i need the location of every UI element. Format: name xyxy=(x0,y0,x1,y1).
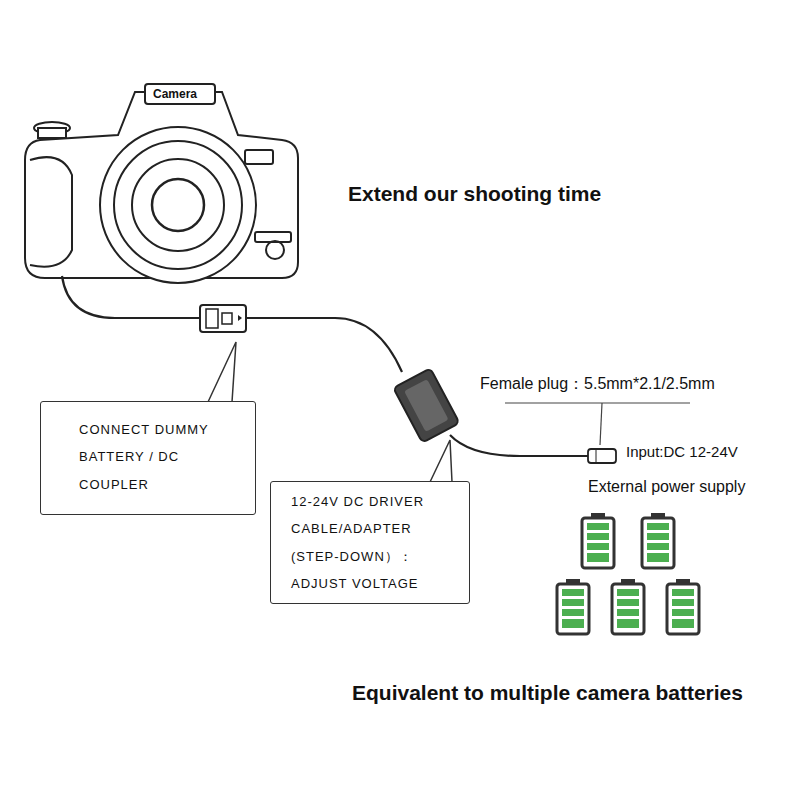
camera-drawing xyxy=(25,84,298,283)
callout-text: 12-24V DC DRIVER CABLE/ADAPTER (STEP-DOW… xyxy=(291,488,459,597)
step-down-adapter xyxy=(393,368,459,442)
annotation-text: Input:DC 12-24V xyxy=(626,443,738,461)
callout-text: CONNECT DUMMY BATTERY / DC COUPLER xyxy=(79,416,241,498)
callout-box: 12-24V DC DRIVER CABLE/ADAPTER (STEP-DOW… xyxy=(270,481,470,604)
annotation-text: External power supply xyxy=(588,477,745,496)
female-plug xyxy=(588,449,616,463)
dummy-battery-connector xyxy=(200,305,246,332)
annotation-text: Equivalent to multiple camera batteries xyxy=(352,680,743,705)
camera-label: Camera xyxy=(153,87,197,101)
annotation-text: Female plug：5.5mm*2.1/2.5mm xyxy=(480,374,715,393)
callout-box: CONNECT DUMMY BATTERY / DC COUPLER xyxy=(40,401,256,515)
leader-lines xyxy=(505,403,690,445)
battery-icons xyxy=(557,513,699,634)
annotation-text: Extend our shooting time xyxy=(348,181,601,206)
